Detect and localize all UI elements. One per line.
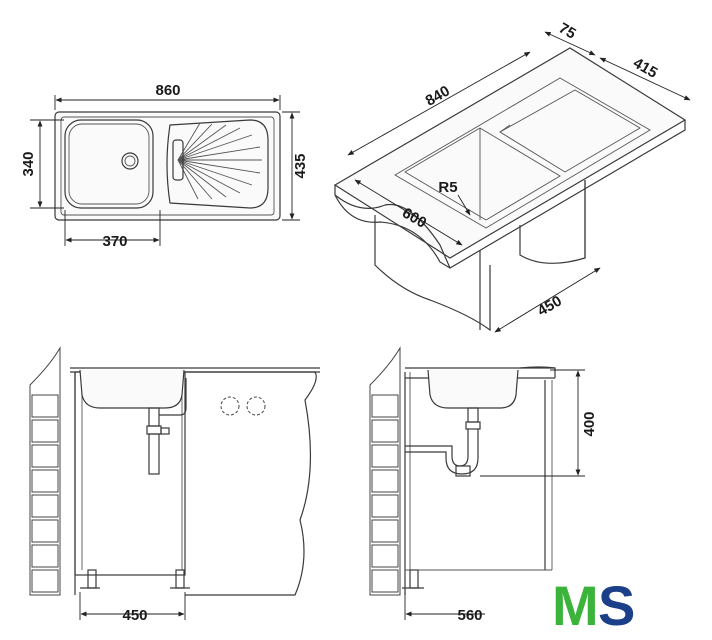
dim-top-width: 860: [155, 82, 180, 99]
tap-hole: [220, 396, 240, 416]
dim-iso-cabinet: 450: [535, 292, 565, 319]
cabinet-foot: [175, 569, 185, 589]
dim-top-depth: 435: [292, 153, 309, 178]
isometric-view: 840 75 415 R5 600 450: [333, 20, 691, 333]
cabinet-foot: [409, 569, 419, 589]
dim-iso-length: 840: [423, 82, 453, 109]
svg-text:S: S: [598, 574, 635, 637]
drain-circle: [121, 152, 139, 170]
side-sink-bowl: [427, 369, 519, 409]
dim-bowl-depth: 340: [20, 151, 37, 176]
sink-bowl: [64, 119, 154, 209]
dim-iso-radius: R5: [438, 179, 457, 196]
side-view: 400 560: [369, 346, 598, 624]
dim-side-depth: 560: [457, 607, 482, 624]
tap-hole: [246, 396, 266, 416]
dim-iso-rim: 75: [556, 20, 579, 43]
drainer-board: [166, 119, 269, 209]
drainer-ribs: [172, 122, 262, 200]
top-view: 860 435 340 370: [20, 82, 309, 250]
dim-iso-width: 415: [630, 54, 660, 81]
svg-text:M: M: [552, 574, 599, 637]
dim-front-cabinet: 450: [122, 607, 147, 624]
front-view: 450: [29, 346, 320, 624]
dim-side-height: 400: [581, 411, 598, 436]
brick-wall: [369, 346, 401, 596]
front-sink-bowl: [79, 369, 185, 409]
dim-bowl-width: 370: [102, 233, 127, 250]
countertop: [333, 47, 687, 259]
cabinet-foot: [87, 569, 97, 589]
brick-wall: [29, 346, 61, 596]
ms-logo: M S: [552, 574, 635, 637]
